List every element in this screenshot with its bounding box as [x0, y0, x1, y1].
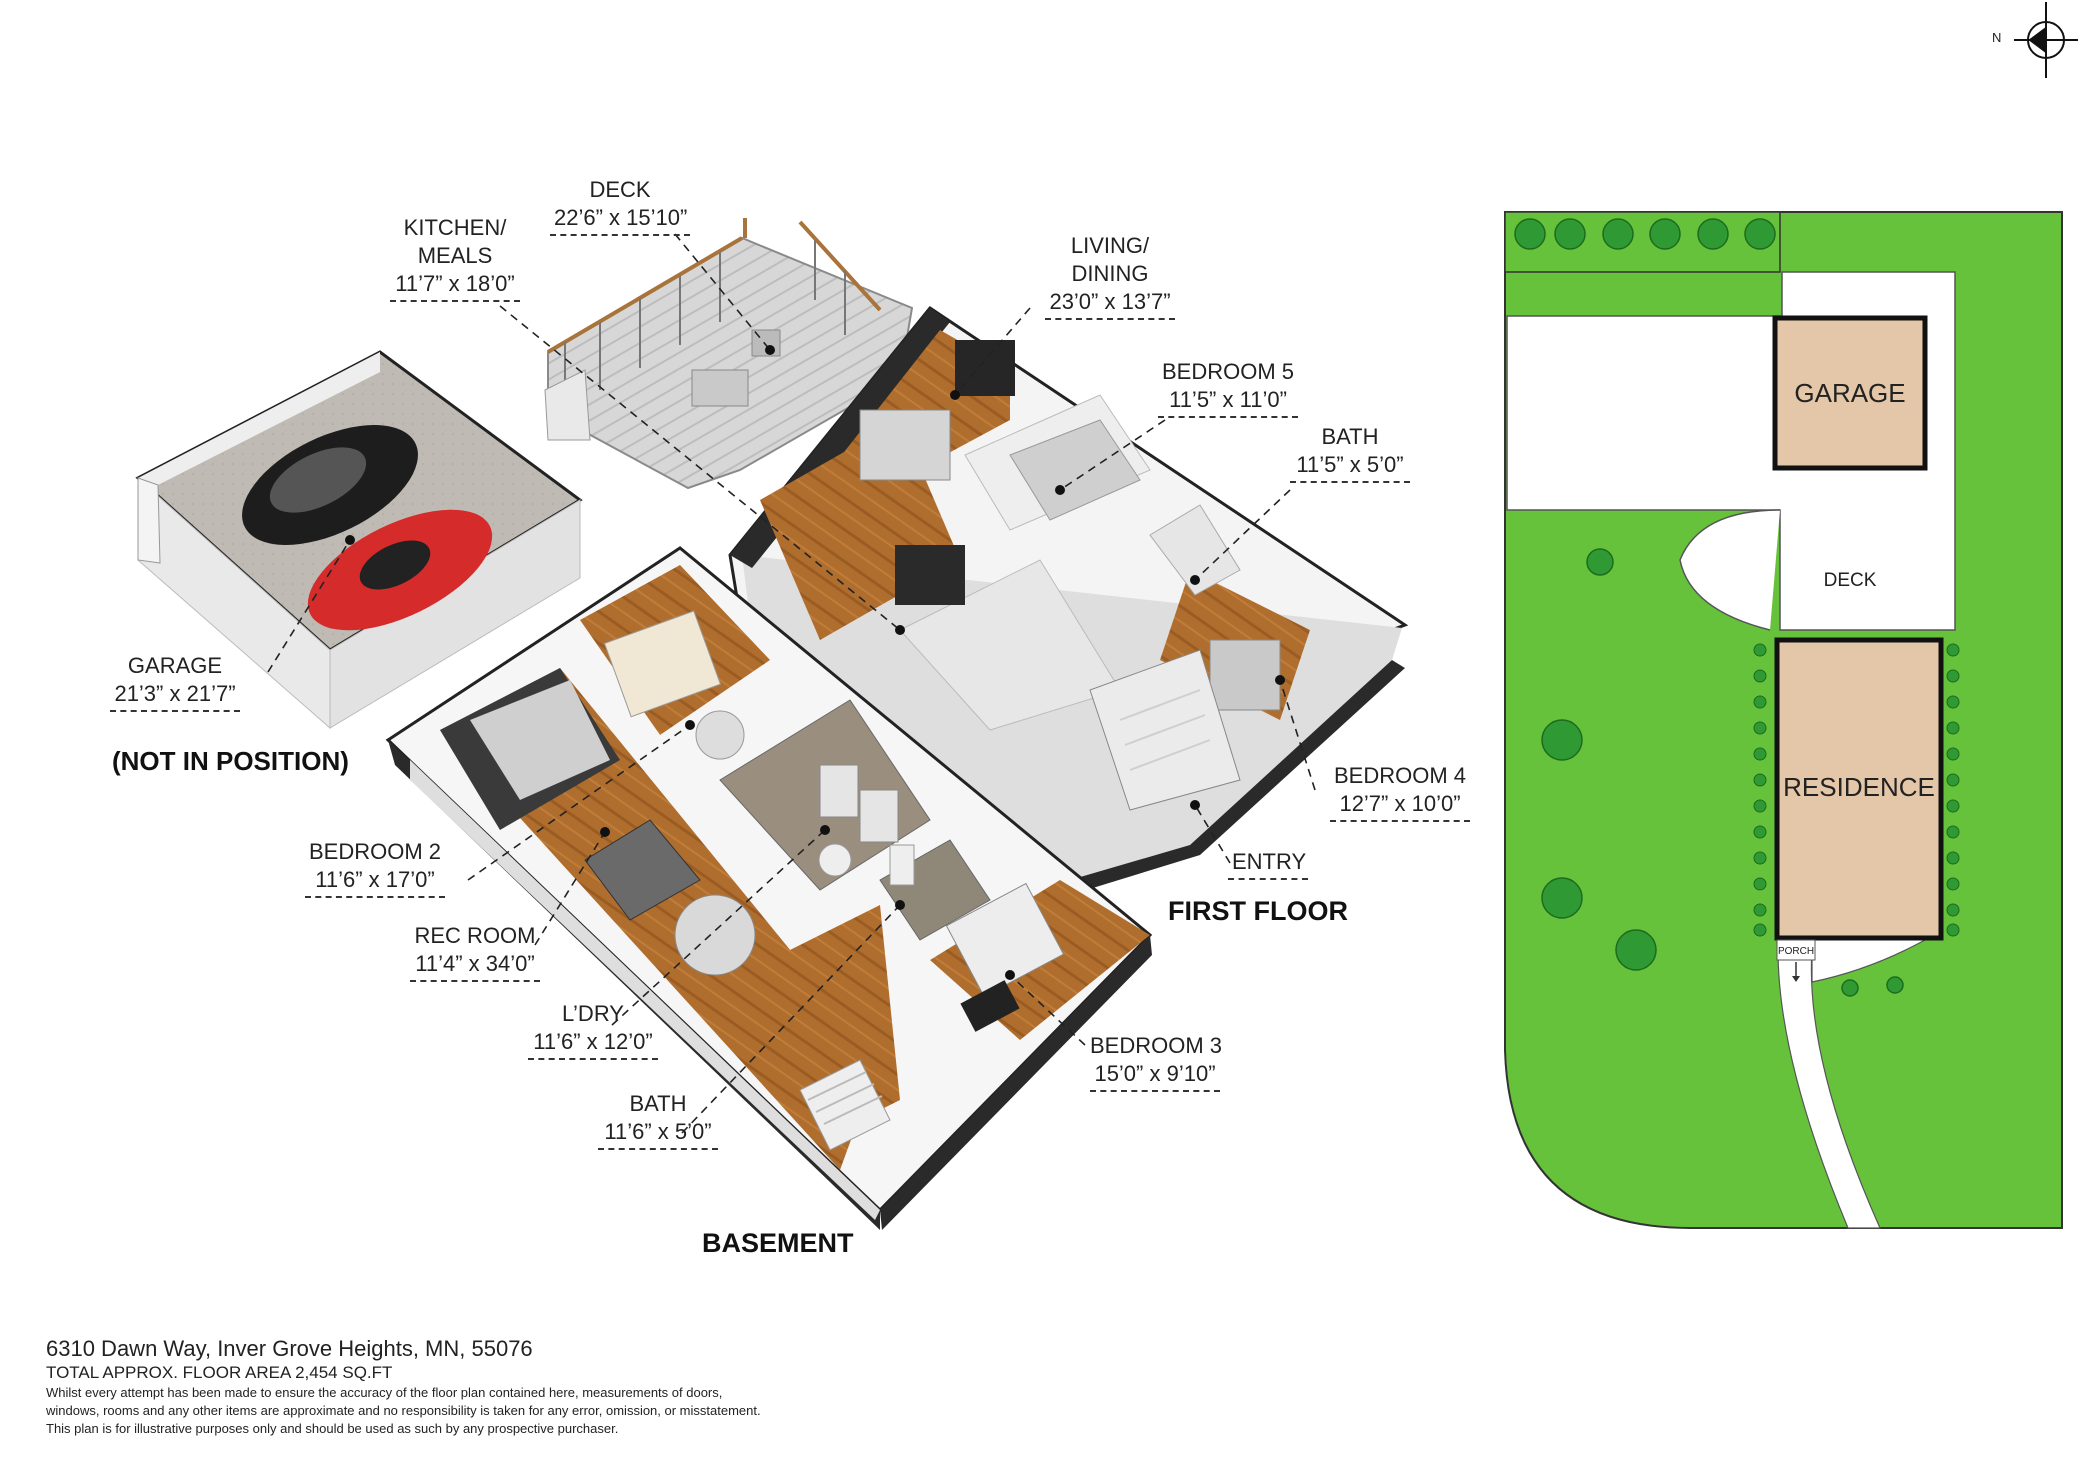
deck-3d	[544, 218, 914, 490]
room-name: GARAGE	[127, 653, 223, 678]
room-name: BEDROOM 4	[1333, 763, 1467, 788]
room-name: BEDROOM 2	[308, 839, 442, 864]
site-garage	[1772, 315, 1928, 471]
property-address: 6310 Dawn Way, Inver Grove Heights, MN, …	[46, 1336, 533, 1361]
room-label-deck: DECK 22’6” x 15’10”	[550, 176, 690, 236]
room-label-kitchen: KITCHEN/ MEALS 11’7” x 18’0”	[390, 214, 520, 302]
room-label-rec-room: REC ROOM 11’4” x 34’0”	[410, 922, 540, 982]
room-label-bedroom-2: BEDROOM 2 11’6” x 17’0”	[305, 838, 445, 898]
room-name: BEDROOM 5	[1161, 359, 1295, 384]
room-markers	[345, 345, 1285, 980]
room-dimensions: 11’5” x 5’0”	[1290, 451, 1410, 483]
room-label-laundry: L’DRY 11’6” x 12’0”	[528, 1000, 658, 1060]
room-dimensions: 22’6” x 15’10”	[550, 204, 690, 236]
site-residence-label: RESIDENCE	[1783, 772, 1935, 802]
room-dimensions: 15’0” x 9’10”	[1090, 1060, 1220, 1092]
room-label-bath-basement: BATH 11’6” x 5’0”	[598, 1090, 718, 1150]
first-floor-title: FIRST FLOOR	[1168, 896, 1348, 926]
room-label-living: LIVING/ DINING 23’0” x 13’7”	[1045, 232, 1175, 320]
room-label-bedroom-5: BEDROOM 5 11’5” x 11’0”	[1158, 358, 1298, 418]
site-garage-label: GARAGE	[1794, 378, 1906, 408]
site-deck-label: DECK	[1823, 570, 1877, 591]
room-name: BATH	[1321, 424, 1379, 449]
room-label-entry: ENTRY	[1228, 848, 1308, 880]
room-dimensions: 23’0” x 13’7”	[1045, 288, 1175, 320]
room-name-line-1: LIVING/	[1070, 233, 1150, 258]
garage-3d	[135, 350, 583, 730]
room-name: BATH	[629, 1091, 687, 1116]
room-label-bedroom-3: BEDROOM 3 15’0” x 9’10”	[1090, 1032, 1223, 1092]
room-dimensions: 11’6” x 12’0”	[528, 1028, 658, 1060]
room-name: DECK	[589, 177, 651, 202]
room-name-line-1: KITCHEN/	[403, 215, 507, 240]
disclaimer-line-1: Whilst every attempt has been made to en…	[46, 1385, 723, 1400]
basement-3d	[385, 546, 1153, 1230]
room-dimensions: 11’6” x 5’0”	[598, 1118, 718, 1150]
site-porch-label: PORCH	[1777, 946, 1815, 957]
site-residence	[1774, 637, 1944, 941]
room-name: ENTRY	[1228, 848, 1308, 880]
site-plan	[1504, 211, 2063, 1229]
total-floor-area: TOTAL APPROX. FLOOR AREA 2,454 SQ.FT	[46, 1363, 393, 1382]
disclaimer-line-2: windows, rooms and any other items are a…	[46, 1403, 761, 1418]
room-label-garage: GARAGE 21’3” x 21’7”	[110, 652, 240, 712]
room-name: REC ROOM	[414, 923, 536, 948]
room-dimensions: 11’7” x 18’0”	[390, 270, 520, 302]
compass-icon	[2014, 2, 2078, 78]
garage-not-in-position-note: (NOT IN POSITION)	[112, 746, 349, 776]
disclaimer-line-3: This plan is for illustrative purposes o…	[46, 1421, 619, 1436]
room-label-bath-first-floor: BATH 11’5” x 5’0”	[1290, 423, 1410, 483]
room-name: L’DRY	[562, 1001, 624, 1026]
room-label-bedroom-4: BEDROOM 4 12’7” x 10’0”	[1330, 762, 1470, 822]
footer-info: 6310 Dawn Way, Inver Grove Heights, MN, …	[46, 1336, 926, 1438]
room-dimensions: 21’3” x 21’7”	[110, 680, 240, 712]
room-name-line-2: DINING	[1071, 261, 1149, 286]
room-dimensions: 12’7” x 10’0”	[1330, 790, 1470, 822]
room-leader-lines	[267, 233, 1316, 1134]
basement-title: BASEMENT	[702, 1228, 854, 1258]
room-dimensions: 11’6” x 17’0”	[305, 866, 445, 898]
compass-north-label: N	[1992, 30, 2002, 45]
room-dimensions: 11’5” x 11’0”	[1158, 386, 1298, 418]
room-name: BEDROOM 3	[1090, 1033, 1223, 1058]
room-dimensions: 11’4” x 34’0”	[410, 950, 540, 982]
room-name-line-2: MEALS	[417, 243, 493, 268]
